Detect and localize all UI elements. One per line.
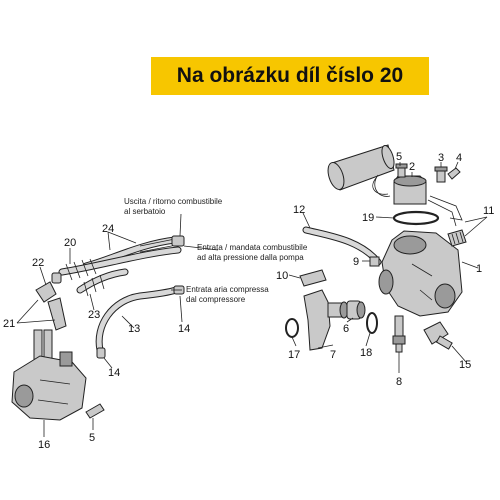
screw-part-11 — [447, 229, 467, 247]
callout-22: 22 — [32, 257, 44, 269]
injector-part-7 — [303, 289, 349, 351]
note-return-line-2: al serbatoio — [124, 207, 166, 216]
hose-part-23 — [76, 268, 129, 297]
callout-24: 24 — [102, 223, 114, 235]
o-ring-part-19 — [392, 210, 440, 226]
banner-text: Na obrázku díl číslo 20 — [176, 64, 404, 87]
vacuum-hose-part-12 — [302, 226, 382, 266]
callout-7: 7 — [330, 349, 336, 361]
note-fuel-inlet-line-1: Entrata / mandata combustibile — [197, 243, 308, 252]
leader-lines — [16, 161, 488, 437]
sensor-part-15 — [423, 321, 453, 350]
callout-3: 3 — [438, 152, 444, 164]
callout-21: 21 — [3, 318, 15, 330]
callout-9: 9 — [353, 256, 359, 268]
callout-8: 8 — [396, 376, 402, 388]
callout-2: 2 — [409, 161, 415, 173]
callout-16: 16 — [38, 439, 50, 451]
screw-part-5-top — [395, 163, 408, 178]
part-number-banner: Na obrázku díl číslo 20 — [151, 57, 429, 95]
fuel-hose-part-20 — [58, 246, 182, 281]
clip-part-9 — [369, 256, 380, 267]
note-air-inlet-line-1: Entrata aria compressa — [186, 285, 269, 294]
callout-17: 17 — [288, 349, 300, 361]
fitting-part-3 — [434, 166, 448, 183]
callout-14-left: 14 — [108, 367, 120, 379]
intake-tube — [327, 144, 395, 191]
elbow-fitting-part-22 — [35, 272, 62, 303]
callout-numbers: 1 2 3 4 5 5 6 7 8 9 10 11 12 13 14 14 15… — [3, 151, 494, 451]
spark-plug-part-8 — [392, 315, 406, 353]
callout-12: 12 — [293, 204, 305, 216]
fitting-part-21 — [47, 297, 67, 331]
callout-20: 20 — [64, 237, 76, 249]
note-fuel-inlet-line-2: ad alta pressione dalla pompa — [197, 253, 304, 262]
callout-19: 19 — [362, 212, 374, 224]
callout-23: 23 — [88, 309, 100, 321]
callout-18: 18 — [360, 347, 372, 359]
hose-clamp — [372, 174, 391, 197]
bracket-part-10 — [299, 269, 327, 287]
callout-1: 1 — [476, 263, 482, 275]
callout-10: 10 — [276, 270, 288, 282]
note-return-line-1: Uscita / ritorno combustibile — [124, 197, 223, 206]
throttle-body-part-1 — [378, 230, 463, 317]
callout-14-right: 14 — [178, 323, 190, 335]
screw-part-5-bottom — [85, 403, 105, 419]
bolt-part-4 — [447, 167, 461, 180]
throttle-cap-part-2 — [393, 175, 427, 205]
annotation-notes: Uscita / ritorno combustibile al serbato… — [124, 197, 308, 304]
callout-5-bottom: 5 — [89, 432, 95, 444]
o-ring-part-18 — [366, 312, 378, 334]
spring-clip-part-11 — [427, 195, 463, 227]
callout-4: 4 — [456, 152, 462, 164]
hose-fitting-24 — [171, 235, 185, 247]
o-ring-part-17 — [285, 318, 299, 338]
callout-5-top: 5 — [396, 151, 402, 163]
callout-11: 11 — [483, 205, 494, 217]
callout-6: 6 — [343, 323, 349, 335]
callout-15: 15 — [459, 359, 471, 371]
seal-part-6 — [346, 300, 366, 320]
air-hose-part-13 — [95, 286, 180, 354]
fuel-pump-part-16 — [11, 329, 87, 421]
note-air-inlet-line-2: dal compressore — [186, 295, 246, 304]
callout-13: 13 — [128, 323, 140, 335]
